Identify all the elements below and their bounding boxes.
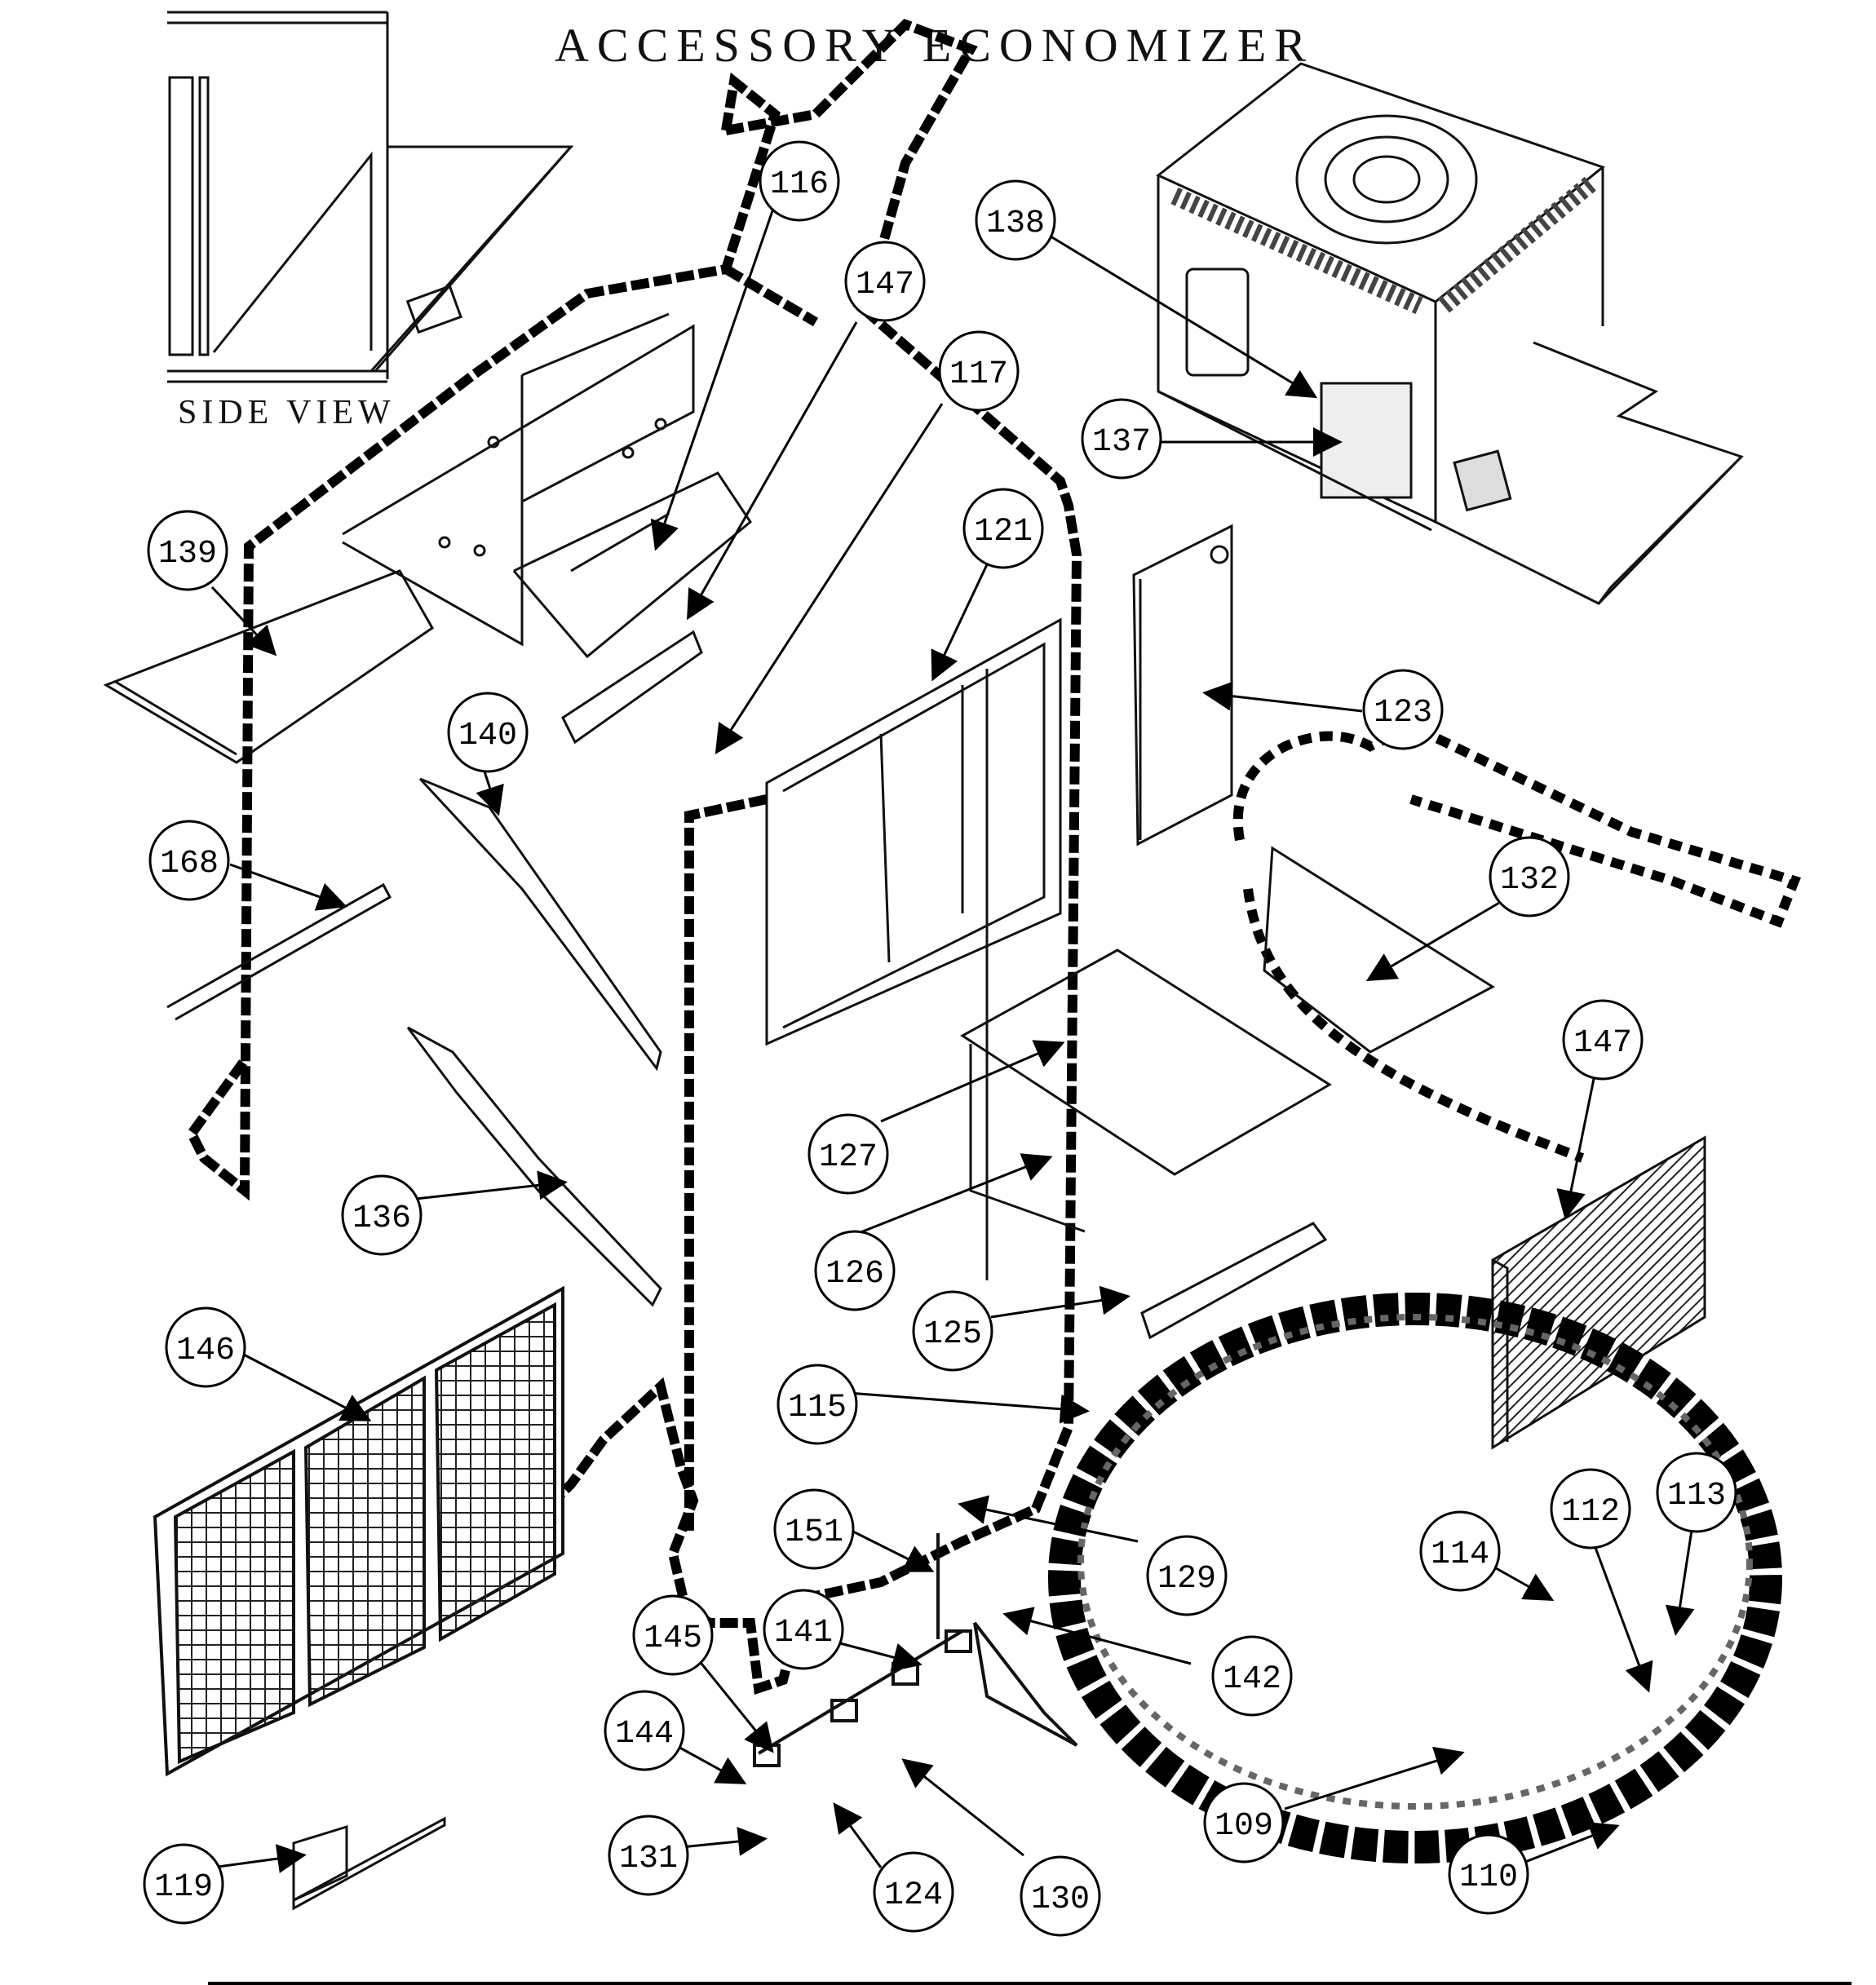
callout-114: 114 [1419, 1510, 1501, 1592]
callout-147-right: 147 [1562, 999, 1644, 1081]
callout-129: 129 [1146, 1535, 1228, 1616]
side-view-inset [167, 11, 574, 383]
svg-text:168: 168 [160, 846, 219, 882]
svg-text:121: 121 [974, 514, 1033, 550]
svg-text:140: 140 [458, 718, 517, 754]
svg-text:130: 130 [1031, 1881, 1090, 1918]
outdoor-air-hood-114 [1048, 1293, 1782, 1863]
callout-147-top: 147 [844, 241, 926, 322]
svg-text:132: 132 [1500, 862, 1559, 899]
svg-text:129: 129 [1157, 1561, 1216, 1598]
svg-text:146: 146 [176, 1333, 235, 1369]
svg-text:147: 147 [856, 267, 914, 303]
diagram-title: ACCESSORY ECONOMIZER [555, 19, 1315, 72]
side-view-label: SIDE VIEW [178, 394, 396, 431]
mounting-plates [960, 948, 1332, 1340]
svg-text:141: 141 [774, 1615, 833, 1651]
callout-130: 130 [1020, 1855, 1101, 1937]
filter-rack-146 [153, 1285, 564, 1777]
callout-112: 112 [1550, 1468, 1631, 1550]
callout-131: 131 [608, 1815, 689, 1896]
callout-141: 141 [763, 1589, 844, 1670]
callout-121: 121 [962, 488, 1044, 569]
svg-text:136: 136 [352, 1200, 411, 1237]
damper-assembly-121 [765, 617, 1062, 1280]
hood-panel-139 [103, 569, 434, 764]
callout-139: 139 [147, 510, 228, 591]
callout-113: 113 [1656, 1452, 1737, 1533]
svg-text:125: 125 [923, 1316, 982, 1353]
svg-text:113: 113 [1667, 1478, 1726, 1514]
svg-text:123: 123 [1374, 695, 1432, 732]
svg-text:131: 131 [619, 1841, 678, 1877]
callout-132: 132 [1489, 836, 1570, 917]
callout-138: 138 [975, 179, 1056, 261]
svg-text:119: 119 [154, 1869, 213, 1906]
callout-124: 124 [873, 1851, 954, 1933]
svg-text:147: 147 [1573, 1025, 1632, 1062]
leader-lines [210, 203, 1695, 1873]
svg-text:116: 116 [770, 166, 829, 203]
svg-text:138: 138 [986, 206, 1045, 242]
part-132-arc [1232, 720, 1802, 1163]
svg-text:112: 112 [1561, 1494, 1620, 1531]
filter-147-right [1491, 1135, 1706, 1450]
svg-text:110: 110 [1459, 1859, 1518, 1896]
svg-text:115: 115 [788, 1390, 847, 1426]
callout-110: 110 [1448, 1833, 1529, 1915]
callout-127: 127 [807, 1113, 889, 1195]
bracket-119 [292, 1816, 446, 1911]
svg-text:144: 144 [615, 1716, 674, 1753]
callout-117: 117 [938, 330, 1020, 412]
callout-119: 119 [143, 1843, 224, 1925]
callout-142: 142 [1211, 1635, 1293, 1717]
callout-109: 109 [1203, 1782, 1285, 1863]
svg-text:145: 145 [644, 1620, 702, 1657]
callout-123: 123 [1362, 669, 1444, 750]
part-132-sheet [1263, 846, 1495, 1054]
callout-136: 136 [341, 1174, 423, 1256]
svg-text:109: 109 [1215, 1808, 1273, 1845]
callout-125: 125 [912, 1290, 993, 1372]
callout-115: 115 [777, 1364, 858, 1445]
callout-151: 151 [773, 1488, 855, 1570]
rooftop-unit-illustration [1156, 62, 1744, 605]
svg-text:137: 137 [1092, 424, 1151, 461]
callout-116: 116 [759, 140, 840, 222]
callout-137: 137 [1081, 398, 1162, 480]
callout-labels: 116 147 117 138 137 139 121 123 140 168 … [143, 140, 1737, 1937]
svg-text:151: 151 [785, 1514, 843, 1551]
callout-145: 145 [632, 1594, 714, 1676]
callout-140: 140 [447, 692, 529, 773]
callout-168: 168 [148, 820, 230, 901]
callout-126: 126 [814, 1230, 896, 1311]
svg-text:114: 114 [1431, 1536, 1489, 1573]
svg-text:139: 139 [158, 536, 217, 573]
callout-144: 144 [604, 1690, 685, 1771]
callout-146: 146 [165, 1306, 246, 1388]
economizer-housing [342, 312, 752, 745]
svg-text:127: 127 [819, 1139, 878, 1176]
heavy-outline [186, 19, 1082, 1695]
svg-text:124: 124 [884, 1877, 943, 1914]
linkage-rod [753, 1533, 1078, 1767]
svg-text:117: 117 [949, 356, 1008, 393]
access-panel-123 [1132, 524, 1233, 847]
svg-text:142: 142 [1223, 1661, 1281, 1698]
svg-text:126: 126 [825, 1256, 884, 1293]
